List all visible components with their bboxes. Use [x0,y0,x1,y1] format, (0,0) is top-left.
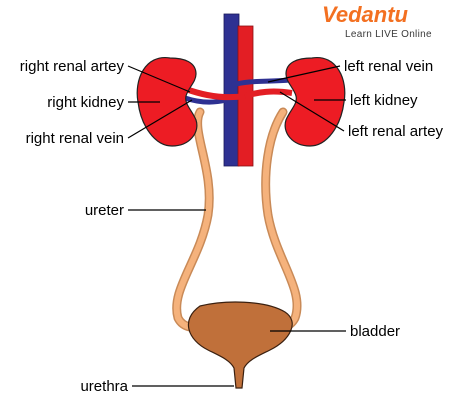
left-renal-vein-vessel [231,77,291,88]
label-bladder: bladder [350,323,400,340]
label-left-renal-artery: left renal artey [348,123,444,140]
right-renal-vein-vessel [184,95,227,105]
inferior-vena-cava [223,13,240,167]
right-renal-artery-vessel [184,86,246,101]
label-urethra: urethra [80,378,128,395]
logo-wordmark: Vedantu [322,2,409,27]
left-renal-artery-vessel [244,88,293,99]
label-ureter: ureter [85,202,124,219]
label-left-renal-vein: left renal vein [344,58,433,75]
logo-tagline: Learn LIVE Online [345,29,432,40]
label-right-renal-artery: right renal artey [20,58,125,75]
leader-left-renal-vein [267,65,341,83]
vedantu-logo: Vedantu Learn LIVE Online [322,2,432,40]
label-right-kidney: right kidney [47,94,124,111]
leader-right-renal-vein [127,99,193,139]
label-right-renal-vein: right renal vein [26,130,124,147]
left-kidney [284,57,346,147]
leader-left-renal-artery [279,91,345,132]
label-left-kidney: left kidney [350,92,418,109]
bladder-organ [187,301,293,389]
leader-right-renal-artery [127,65,191,93]
